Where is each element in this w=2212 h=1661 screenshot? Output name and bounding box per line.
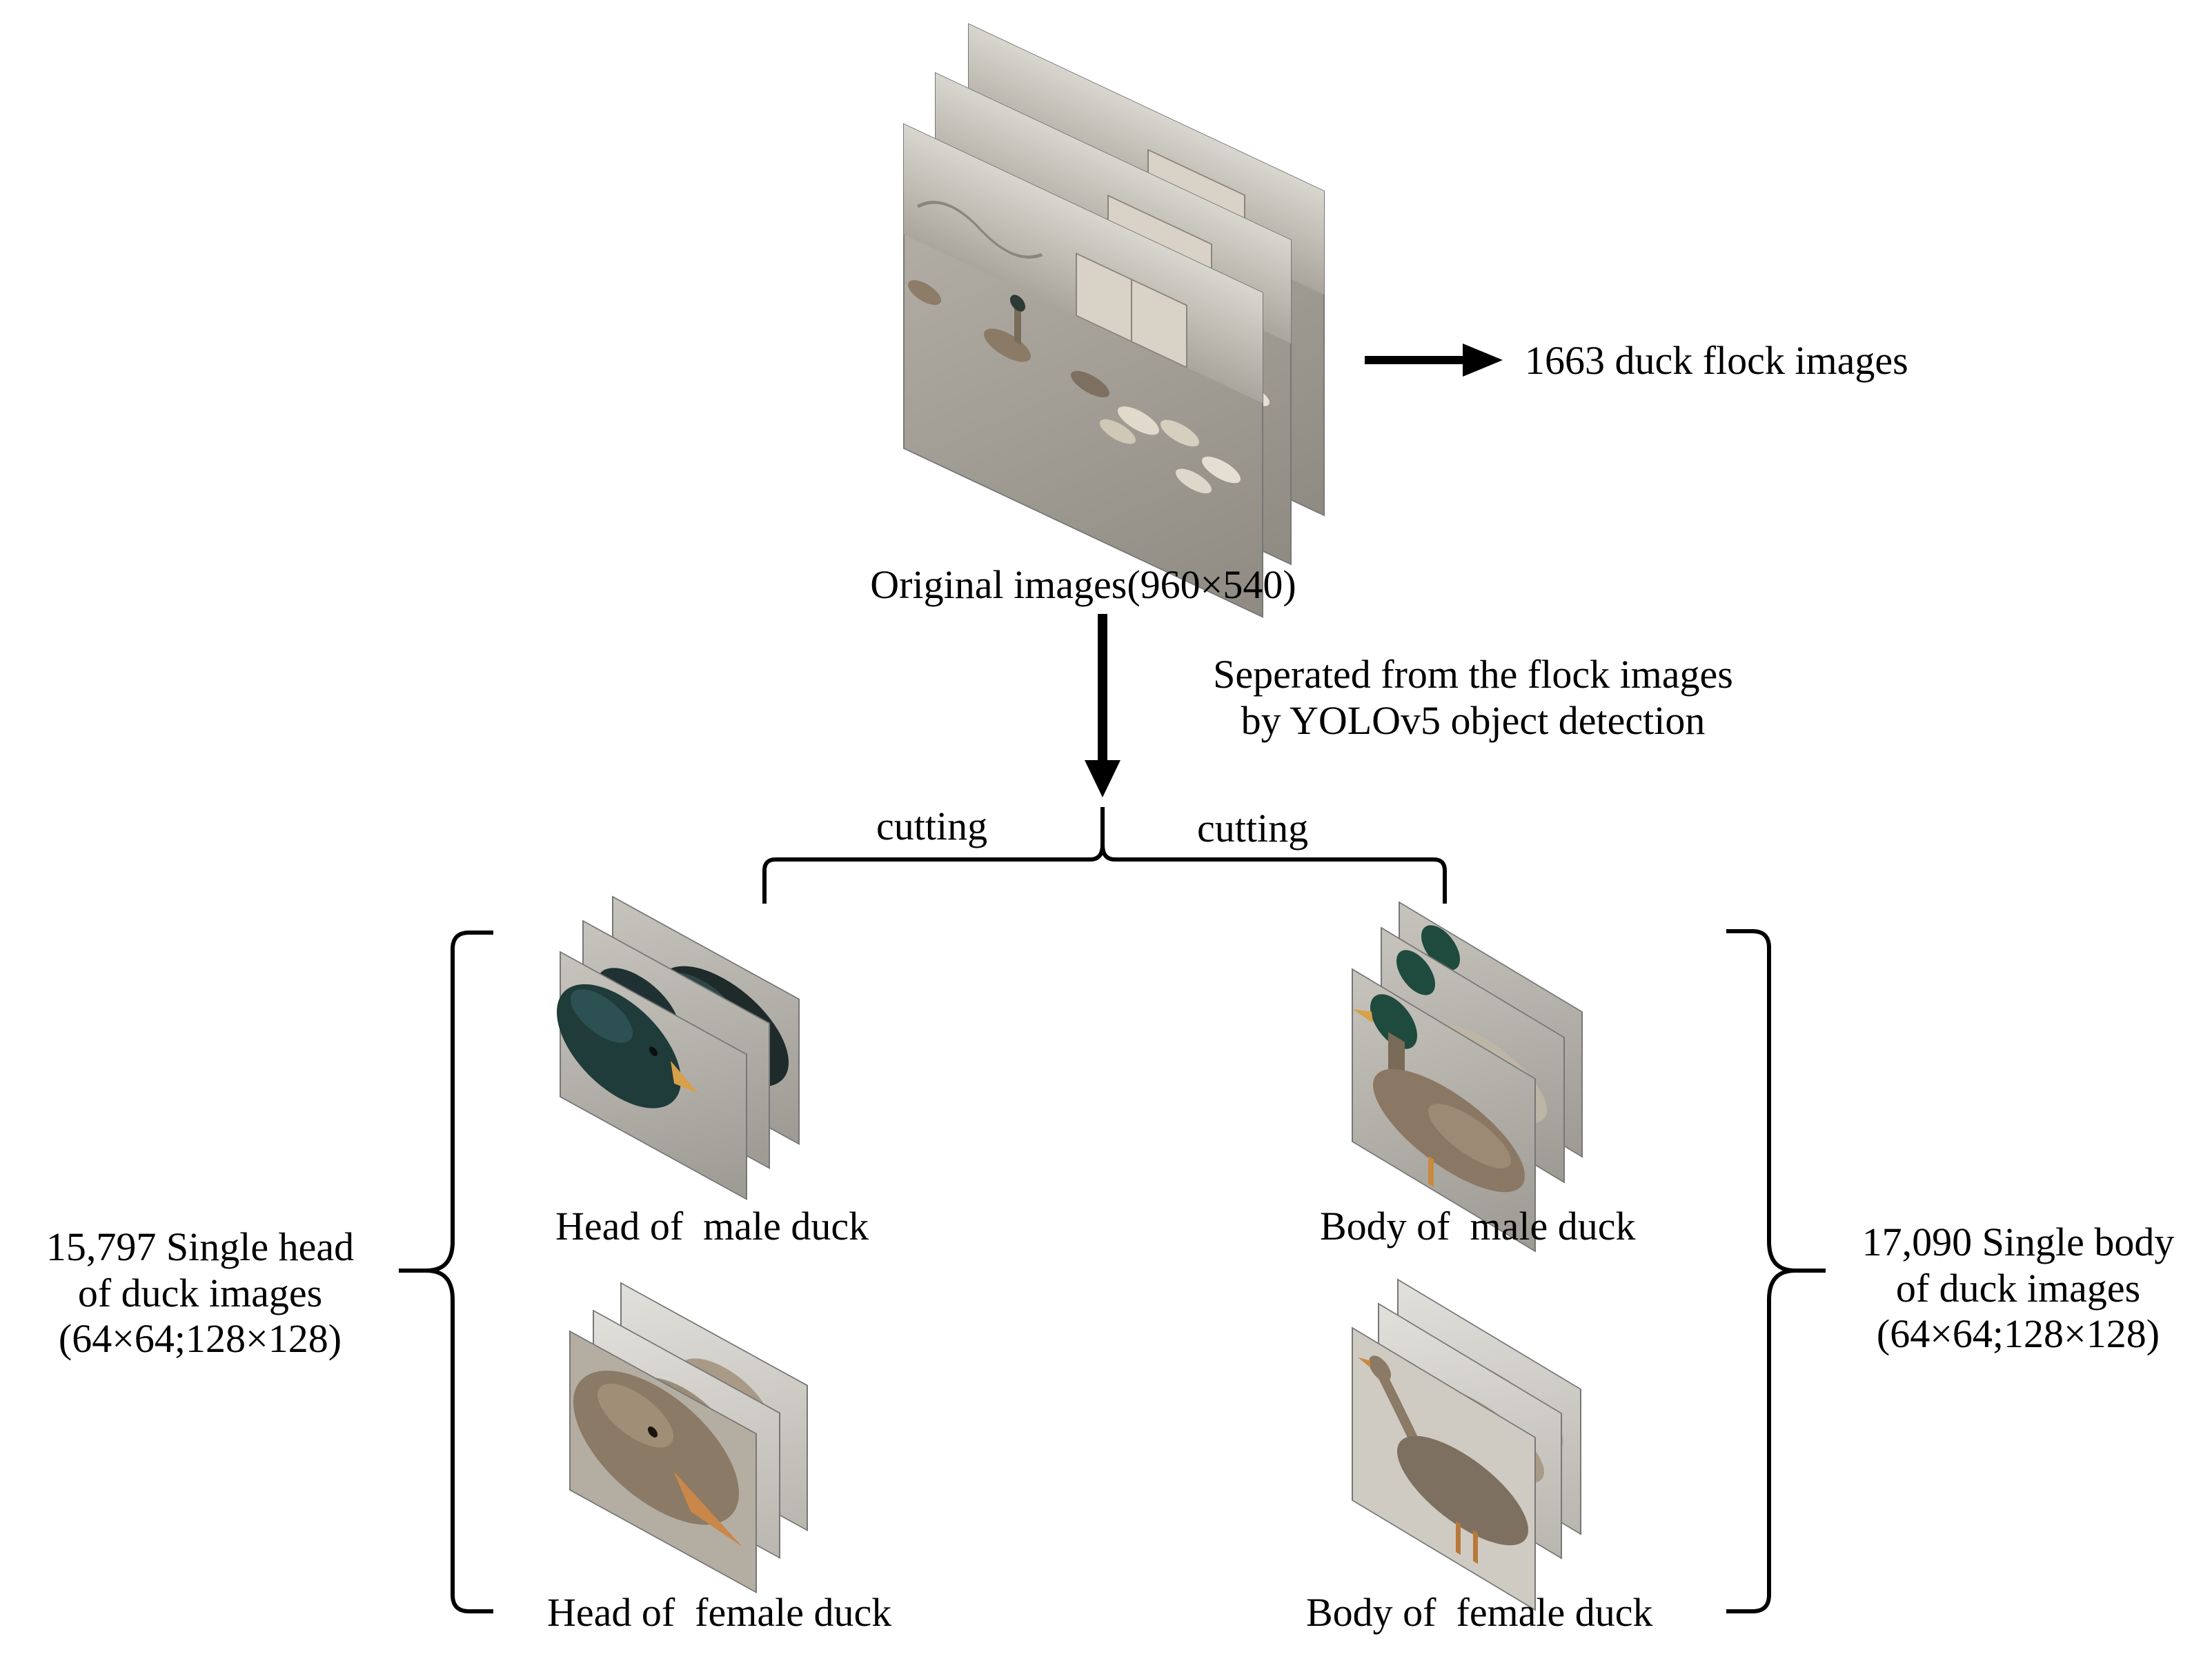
flock-count-label: 1663 duck flock images	[1525, 338, 1908, 383]
original-images-caption: Original images(960×540)	[870, 562, 1296, 607]
female-duck-head-photo-stack	[569, 1282, 808, 1594]
male-duck-body-photo-stack	[1352, 901, 1583, 1253]
male-body-label: Body of male duck	[1320, 1204, 1636, 1249]
separation-note: Seperated from the flock images by YOLOv…	[1132, 652, 1815, 744]
branch-brace	[762, 807, 1447, 904]
separation-note-line-2: by YOLOv5 object detection	[1241, 697, 1706, 743]
head-summary-line-2: of duck images	[77, 1270, 323, 1315]
detection-arrow	[1085, 614, 1120, 797]
male-duck-head-photo-stack	[557, 895, 800, 1201]
cutting-label-right: cutting	[1197, 806, 1309, 851]
body-summary-line-2: of duck images	[1895, 1265, 2141, 1311]
body-summary-line-3: (64×64;128×128)	[1876, 1311, 2160, 1357]
female-duck-body-photo-stack	[1352, 1278, 1581, 1611]
cutting-label-left: cutting	[876, 804, 988, 848]
separation-note-line-1: Seperated from the flock images	[1213, 652, 1733, 697]
male-head-label: Head of male duck	[555, 1204, 869, 1249]
body-group-summary: 17,090 Single body of duck images (64×64…	[1828, 1220, 2208, 1357]
count-arrow	[1365, 344, 1503, 377]
female-body-label: Body of female duck	[1306, 1590, 1653, 1635]
head-summary-line-1: 15,797 Single head	[46, 1224, 355, 1269]
head-group-summary: 15,797 Single head of duck images (64×64…	[7, 1224, 393, 1362]
body-summary-line-1: 17,090 Single body	[1862, 1220, 2175, 1264]
body-group-brace	[1726, 929, 1826, 1613]
head-group-brace	[399, 931, 493, 1613]
head-summary-line-3: (64×64;128×128)	[58, 1316, 342, 1362]
female-head-label: Head of female duck	[547, 1590, 892, 1635]
duck-flock-photo-stack	[903, 23, 1325, 618]
